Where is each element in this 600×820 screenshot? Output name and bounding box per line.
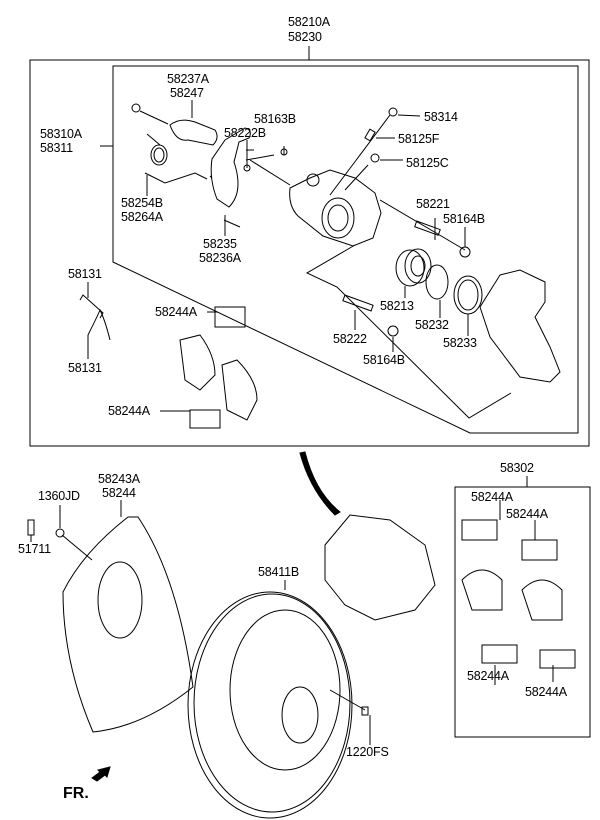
inner-frame xyxy=(112,65,579,434)
label-58210A: 58210A xyxy=(288,15,330,29)
label-58254B: 58254B xyxy=(121,196,163,210)
label-58247: 58247 xyxy=(170,86,204,100)
arrow-down-left-icon xyxy=(91,766,111,782)
label-58244A-kit-1: 58244A xyxy=(471,490,513,504)
label-58164B-top: 58164B xyxy=(443,212,485,226)
label-58237A: 58237A xyxy=(167,72,209,86)
label-58125F: 58125F xyxy=(398,132,440,146)
disc-drawing xyxy=(187,580,371,819)
lever-drawing xyxy=(209,127,251,236)
bleeder-drawing xyxy=(243,107,421,196)
label-58244: 58244 xyxy=(102,486,136,500)
shield-drawing xyxy=(27,500,194,733)
label-58213: 58213 xyxy=(380,299,414,313)
caliper-body-drawing xyxy=(245,149,382,247)
label-58236A: 58236A xyxy=(199,251,241,265)
kit-pads-drawing xyxy=(461,500,576,685)
label-58310A: 58310A xyxy=(40,127,82,141)
label-58244A-kit-4: 58244A xyxy=(525,685,567,699)
spring-drawing xyxy=(144,133,208,196)
carrier-drawing xyxy=(479,269,561,383)
pads-drawing xyxy=(160,306,258,429)
label-58221: 58221 xyxy=(416,197,450,211)
front-indicator: FR. xyxy=(63,785,89,802)
label-58264A: 58264A xyxy=(121,210,163,224)
label-58131-top: 58131 xyxy=(68,267,102,281)
label-58244A-top: 58244A xyxy=(155,305,197,319)
label-58164B-bottom: 58164B xyxy=(363,353,405,367)
pad-kit-frame xyxy=(454,486,591,738)
piston-drawing xyxy=(305,199,512,419)
label-58125C: 58125C xyxy=(406,156,449,170)
clip-drawing xyxy=(79,282,111,359)
label-58163B: 58163B xyxy=(254,112,296,126)
label-58131-bottom: 58131 xyxy=(68,361,102,375)
label-58230: 58230 xyxy=(288,30,322,44)
label-1360JD: 1360JD xyxy=(38,489,80,503)
label-58222B: 58222B xyxy=(224,126,266,140)
label-58233: 58233 xyxy=(443,336,477,350)
label-58411B: 58411B xyxy=(258,565,299,579)
label-58244A-kit-3: 58244A xyxy=(467,669,509,683)
label-58222: 58222 xyxy=(333,332,367,346)
assembly-arrow xyxy=(299,451,341,516)
label-58232: 58232 xyxy=(415,318,449,332)
label-58235: 58235 xyxy=(203,237,237,251)
label-58244A-bottom: 58244A xyxy=(108,404,150,418)
label-51711: 51711 xyxy=(18,542,51,556)
label-58244A-kit-2: 58244A xyxy=(506,507,548,521)
label-58243A: 58243A xyxy=(98,472,140,486)
label-1220FS: 1220FS xyxy=(346,745,389,759)
outer-frame xyxy=(29,59,590,447)
label-58311: 58311 xyxy=(40,141,73,155)
label-58302: 58302 xyxy=(500,461,534,475)
label-58314: 58314 xyxy=(424,110,458,124)
bracket-drawing xyxy=(131,100,218,146)
assembled-caliper-drawing xyxy=(324,514,436,621)
guide-pin-drawing xyxy=(342,294,399,352)
